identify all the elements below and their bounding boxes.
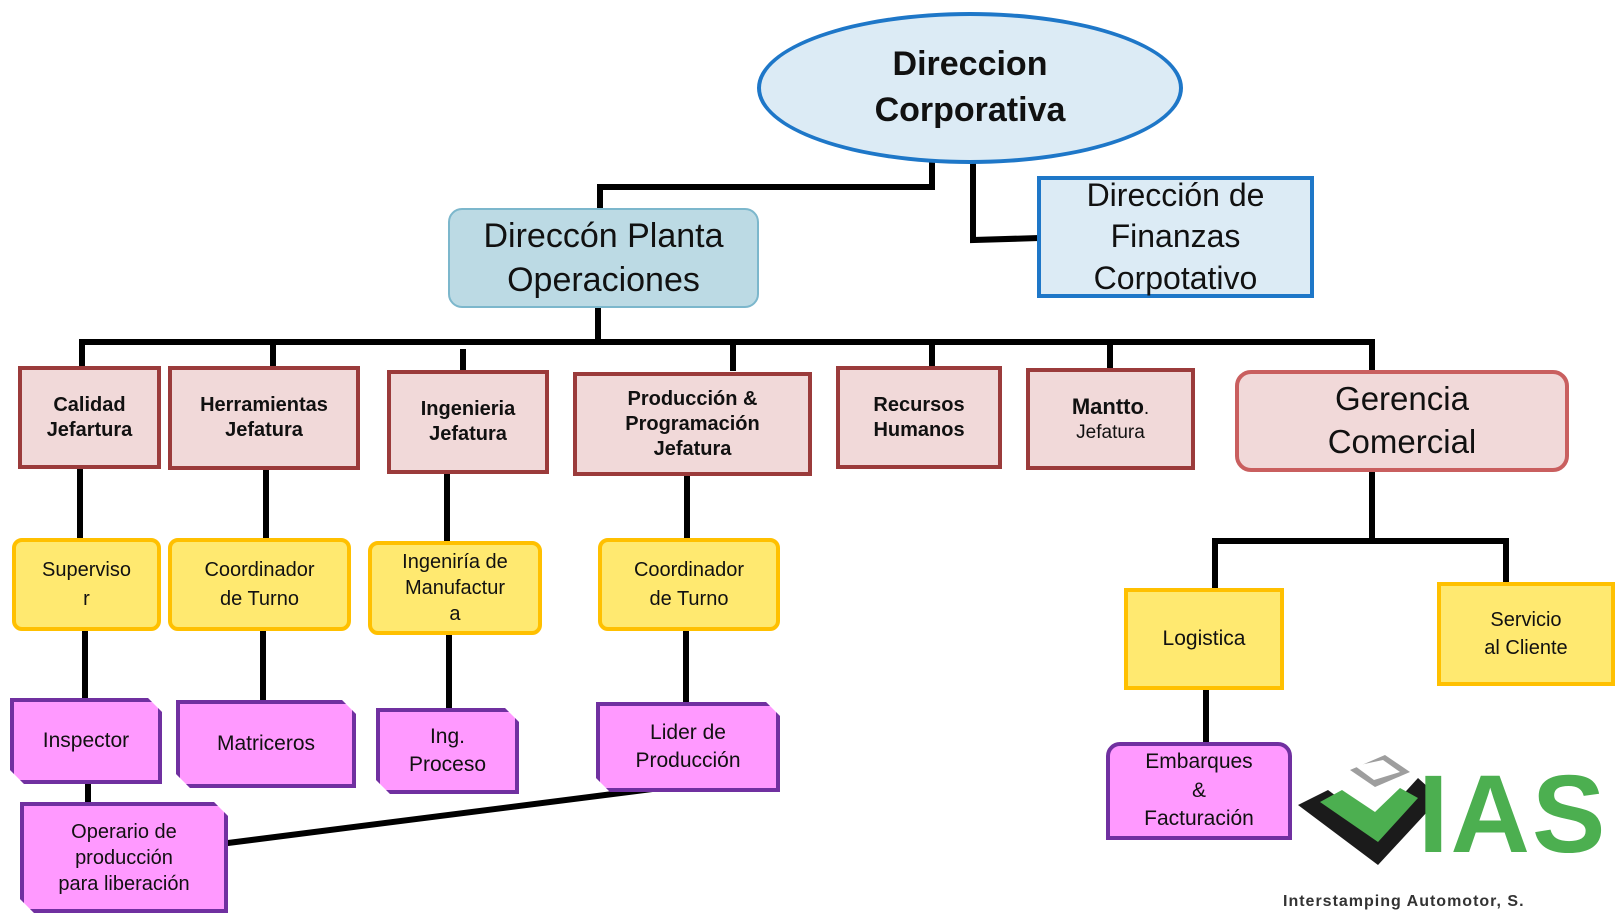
node-calidad-jefatura: Calidad Jefartura [18,366,161,469]
connector-gerencia-split [1212,538,1509,591]
node-recursos-humanos: Recursos Humanos [836,366,1002,469]
node-produccion-programacion-jefatura: Producción & Programación Jefatura [573,372,812,476]
logo-mark-icon [1298,755,1440,865]
node-coordinador-turno-produccion: Coordinador de Turno [598,538,780,631]
node-mantto-jefatura: Mantto. Jefatura [1026,368,1195,470]
node-supervisor: Superviso r [12,538,161,631]
node-ingenieria-manufactura: Ingeniría de Manufactur a [368,541,542,635]
node-ingenieria-jefatura: Ingenieria Jefatura [387,370,549,474]
node-coordinador-turno-herramientas: Coordinador de Turno [168,538,351,631]
mantto-title: Mantto [1071,394,1144,420]
node-logistica: Logistica [1124,588,1284,690]
node-servicio-cliente: Servicio al Cliente [1437,582,1615,686]
node-matriceros: Matriceros [176,700,356,788]
node-embarques-facturacion: Embarques & Facturación [1106,742,1292,840]
node-direccion-corporativa: Direccion Corporativa [757,12,1183,164]
mantto-dot: . [1143,398,1150,420]
node-operario-produccion: Operario de producción para liberación [20,802,228,913]
connector-corporativa-finanzas [970,162,1044,244]
node-lider-produccion: Lider de Producción [596,702,780,792]
logo-wordmark: IAS [1418,753,1608,876]
mantto-subtitle: Jefatura [1076,422,1145,444]
node-direccion-finanzas: Dirección de Finanzas Corpotativo [1037,176,1314,298]
node-inspector: Inspector [10,698,162,784]
logo-tagline: Interstamping Automotor, S. [1283,893,1525,910]
node-ing-proceso: Ing. Proceso [376,708,519,794]
connector-corporativa-planta [597,162,935,215]
node-direccion-planta-operaciones: Direccón Planta Operaciones [448,208,759,308]
node-gerencia-comercial: Gerencia Comercial [1235,370,1569,472]
ias-logo [1298,755,1440,865]
node-herramientas-jefatura: Herramientas Jefatura [168,366,360,470]
connector-lider-operario [224,783,672,847]
